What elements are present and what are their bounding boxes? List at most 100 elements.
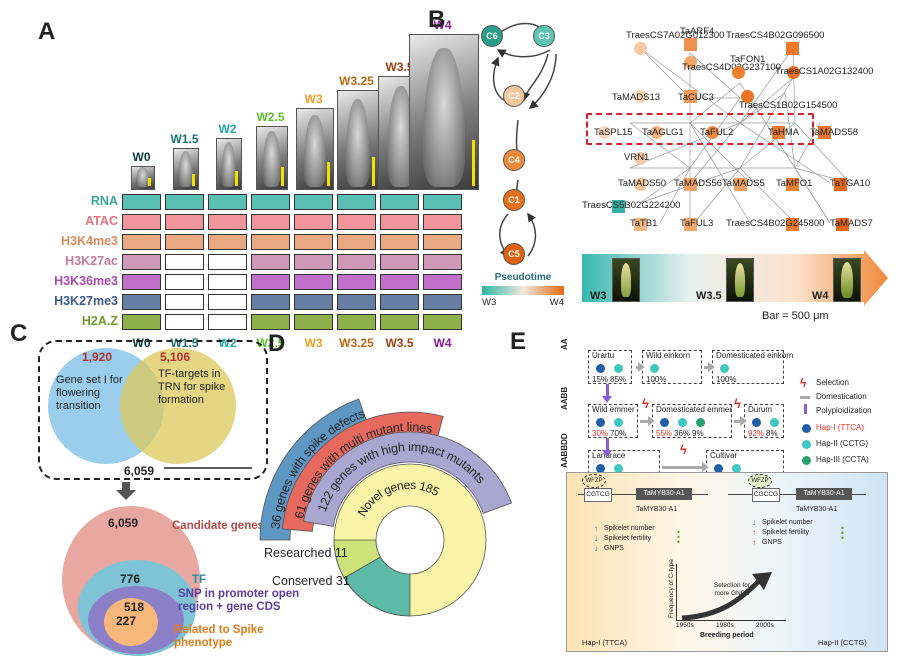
model-trend-label: Selection for more GNPS [713,582,751,597]
model-year: 1980s [716,622,734,629]
legend-polyploidization: Polyploidization [816,406,872,415]
trait-label-right: GNPS [762,539,782,546]
haplotype-dot [596,418,605,427]
haplotype-percent: 100% [716,375,737,384]
venn-left-text: Gene set I for flowering transition [56,374,123,412]
population-box [588,350,632,384]
haplotype-dot [714,464,723,473]
gene-node [817,125,831,139]
track-label: H3K27me3 [54,294,118,308]
pseudotime-min: W3 [482,297,497,308]
haplotype-percent: 70% [610,429,627,438]
venn-right-circle [120,348,236,464]
gene-label: TraesCS5B02G224200 [582,200,681,211]
gene-label: TaMADS13 [612,92,661,103]
track-label: H3K27ac [65,254,118,268]
legend-selection: Selection [816,378,849,387]
track-cell [208,294,247,310]
track-cell [165,194,204,210]
stage-image-0 [130,166,155,190]
haplotype-dot [614,364,623,373]
model-y-label: Frequency of C-type [668,559,675,618]
haplotype-dot [596,364,605,373]
trait-arrow: ↑ [752,528,756,537]
gene-label: TaCUC3 [678,92,714,103]
gene-label: TaFUL2 [700,127,734,138]
gene-node [786,65,800,79]
gene-node [649,125,663,139]
track-cell [122,294,161,310]
track-label: H3K36me3 [54,274,118,288]
gene-node [611,199,625,213]
track-cell [337,234,376,250]
gene-node [683,89,697,103]
haplotype-percent: 55% [656,429,673,438]
track-cell [294,254,333,270]
model-year: 1950s [676,622,694,629]
pseudotime-gradient [482,286,564,295]
track-cell [294,314,333,330]
nested-set-label: TF [192,574,207,586]
panel-label-e: E [510,328,527,355]
stage-label-top: W4 [433,18,452,32]
cluster-label: C5 [508,249,520,259]
selection-icon: ϟ [800,376,807,390]
track-cell [337,254,376,270]
stage-label-top: W2.5 [256,110,285,124]
pseudotime-title: Pseudotime [494,272,552,283]
model-trend-arrow [681,572,772,620]
arrow-head [638,362,645,372]
population-box [588,404,638,438]
trait-arrow: ↓ [594,534,598,543]
gene-node [705,125,719,139]
track-label: ATAC [85,214,118,228]
track-cell [122,254,161,270]
arrow-head [708,362,715,372]
population-title: Domesticated emmer [656,405,733,414]
stage-label-top: W0 [132,150,151,164]
model-x-axis [676,620,786,621]
hap-right-label: Hap-II (CCTG) [818,638,867,647]
haplotype-percent: 8% [766,429,778,438]
gene-node [683,217,697,231]
selection-icon: ϟ [734,396,741,411]
stage-label-bottom: W2 [218,336,237,350]
nested-set-count: 518 [124,600,145,614]
stage-label-bottom: W3 [304,336,323,350]
cluster-trajectory [491,22,557,258]
stage-image-4 [295,108,334,190]
timeline-label-w4: W4 [812,290,829,302]
trait-arrow: ↑ [752,538,756,547]
haplotype-dot [614,418,623,427]
population-title: Cultivar [710,451,738,460]
trait-label-right: Spikelet fertility [762,529,810,536]
panel-label-b: B [428,6,446,33]
gene-label: TaHMA [768,127,800,138]
gene-label: TraesCS4D02G237100 [682,62,781,73]
stage-image-1 [172,148,199,190]
protein-label-left: TaMYB30-A1 [636,506,678,513]
track-cell [294,294,333,310]
track-cell [423,234,462,250]
legend-hap3: Hap-III (CCTA) [816,455,869,464]
track-cell [337,294,376,310]
gene-node [771,125,785,139]
panel-label-c: C [10,320,28,347]
track-cell [423,294,462,310]
track-cell [208,274,247,290]
ring-outline [333,463,487,617]
motif-box-right: CGCCG [752,488,780,502]
legend-dot [802,440,811,449]
track-cell [251,214,290,230]
panel-label-d: D [268,330,286,357]
gene-label: TraesCS7A02G012300 [626,30,725,41]
track-cell [122,274,161,290]
gene-node [633,151,647,165]
trait-label-right: Spikelet number [762,519,813,526]
gene-node [731,65,745,79]
track-cell [165,294,204,310]
haplotype-dot [678,418,687,427]
haplotype-dot [596,464,605,473]
stage-image-5 [336,90,379,190]
track-label: H3K4me3 [61,234,118,248]
